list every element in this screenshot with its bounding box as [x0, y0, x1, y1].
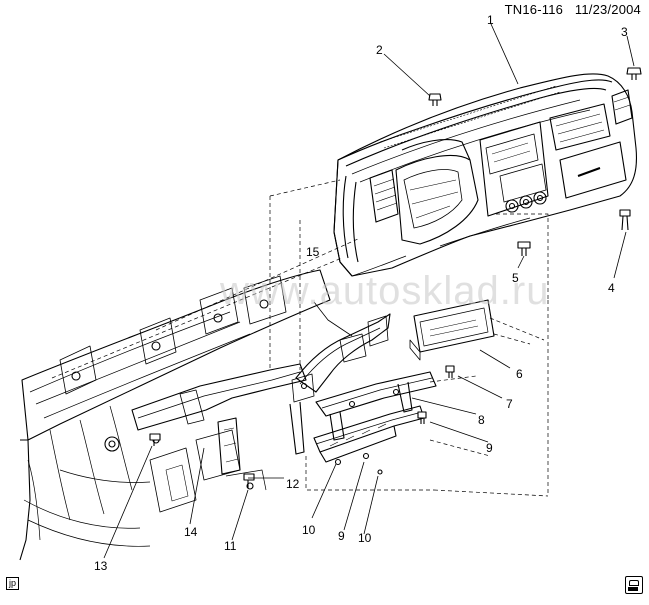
- callout-1: 1: [487, 13, 494, 27]
- watermark-text: www.autosklad.ru: [219, 269, 549, 313]
- fastener-11: [243, 473, 255, 488]
- fastener-3: [626, 67, 642, 80]
- cross-car-beam: [315, 371, 437, 441]
- radio-mounting-bracket: [409, 299, 495, 361]
- fastener-13: [149, 433, 161, 446]
- vehicle-cowl: [19, 269, 331, 561]
- fastener-2: [428, 93, 442, 106]
- callout-9-upper: 9: [486, 441, 493, 455]
- callout-11: 11: [224, 539, 237, 553]
- callout-4: 4: [608, 281, 615, 295]
- callout-13: 13: [94, 559, 108, 573]
- callout-6: 6: [516, 367, 523, 381]
- footer-tag: jp: [6, 577, 20, 590]
- callout-10-right: 10: [358, 531, 372, 545]
- callout-8: 8: [478, 413, 485, 427]
- callout-15: 15: [306, 245, 320, 259]
- callout-labels: 1 2 3 4 5 6 7 8 9 9 10 10 11 12 13 14 15: [94, 13, 628, 573]
- service-manual-icon: [625, 576, 643, 594]
- callout-12: 12: [286, 477, 300, 491]
- diagram-header: TN16-116 11/23/2004: [497, 2, 641, 17]
- callout-leaders: [103, 23, 635, 559]
- instrument-panel: [333, 73, 638, 277]
- callout-5: 5: [512, 271, 519, 285]
- fastener-9-upper: [417, 411, 427, 424]
- callout-2: 2: [376, 43, 383, 57]
- callout-9-lower: 9: [338, 529, 345, 543]
- fastener-7: [445, 365, 455, 378]
- lower-support-bracket: [131, 363, 307, 490]
- fastener-5: [517, 241, 531, 256]
- assembly-reference-lines: [51, 179, 549, 497]
- callout-7: 7: [506, 397, 513, 411]
- fastener-4: [619, 209, 631, 231]
- callout-14: 14: [184, 525, 198, 539]
- callout-3: 3: [621, 25, 628, 39]
- callout-10-left: 10: [302, 523, 316, 537]
- center-support-brace: [289, 313, 391, 455]
- diagram-date: 11/23/2004: [574, 2, 641, 17]
- diagram-code: TN16-116: [504, 2, 564, 17]
